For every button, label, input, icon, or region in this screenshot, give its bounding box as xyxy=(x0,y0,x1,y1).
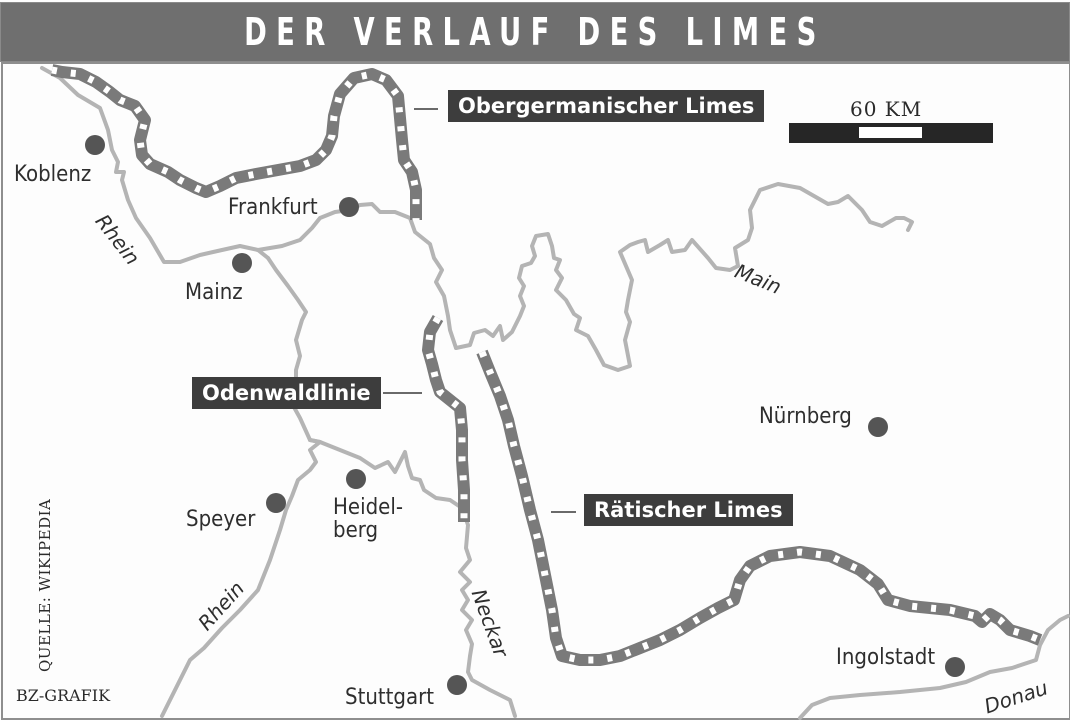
label-raetischer-limes: Rätischer Limes xyxy=(584,494,793,526)
river-rhein-north xyxy=(40,66,270,264)
label-obergermanischer-limes: Obergermanischer Limes xyxy=(448,90,765,122)
scale-bar xyxy=(789,123,993,143)
city-label-mainz: Mainz xyxy=(185,280,243,305)
scale-label: 60 KM xyxy=(850,97,923,121)
river-main-west xyxy=(256,202,458,350)
title-bar: DER VERLAUF DES LIMES xyxy=(0,2,1070,62)
source-label: QUELLE: WIKIPEDIA xyxy=(36,498,54,672)
map-frame xyxy=(1,62,1070,720)
city-label-stuttgart: Stuttgart xyxy=(345,685,435,710)
limes-lines xyxy=(50,64,1043,666)
city-dot-nuernberg xyxy=(868,417,888,437)
river-main-east xyxy=(454,182,914,372)
city-dot-stuttgart xyxy=(447,675,467,695)
label-odenwaldlinie: Odenwaldlinie xyxy=(192,377,381,409)
city-label-nuernberg: Nürnberg xyxy=(759,404,852,429)
map-title: DER VERLAUF DES LIMES xyxy=(244,10,826,54)
city-label-frankfurt: Frankfurt xyxy=(228,195,318,220)
city-dot-ingolstadt xyxy=(945,657,965,677)
limes-obergermanisch xyxy=(50,64,422,220)
city-dot-frankfurt xyxy=(339,197,359,217)
city-label-heidelberg-line1: Heidel- xyxy=(333,495,403,520)
river-rhein-south xyxy=(160,256,322,718)
city-label-heidelberg-line2: berg xyxy=(333,518,379,543)
city-label-ingolstadt: Ingolstadt xyxy=(836,645,936,670)
credit-label: BZ-GRAFIK xyxy=(16,686,111,705)
river-donau xyxy=(798,614,1070,720)
city-dot-mainz xyxy=(232,253,252,273)
limes-odenwald xyxy=(422,315,470,522)
scale-bar-segment xyxy=(859,127,922,138)
city-dot-koblenz xyxy=(85,135,105,155)
river-neckar xyxy=(308,438,517,718)
city-label-koblenz: Koblenz xyxy=(14,162,92,187)
city-label-speyer: Speyer xyxy=(186,507,256,532)
leader-lines xyxy=(383,108,576,513)
rivers xyxy=(40,66,1070,720)
city-dot-speyer xyxy=(266,493,286,513)
city-dot-heidelberg xyxy=(346,469,366,489)
city-dots xyxy=(85,135,965,695)
